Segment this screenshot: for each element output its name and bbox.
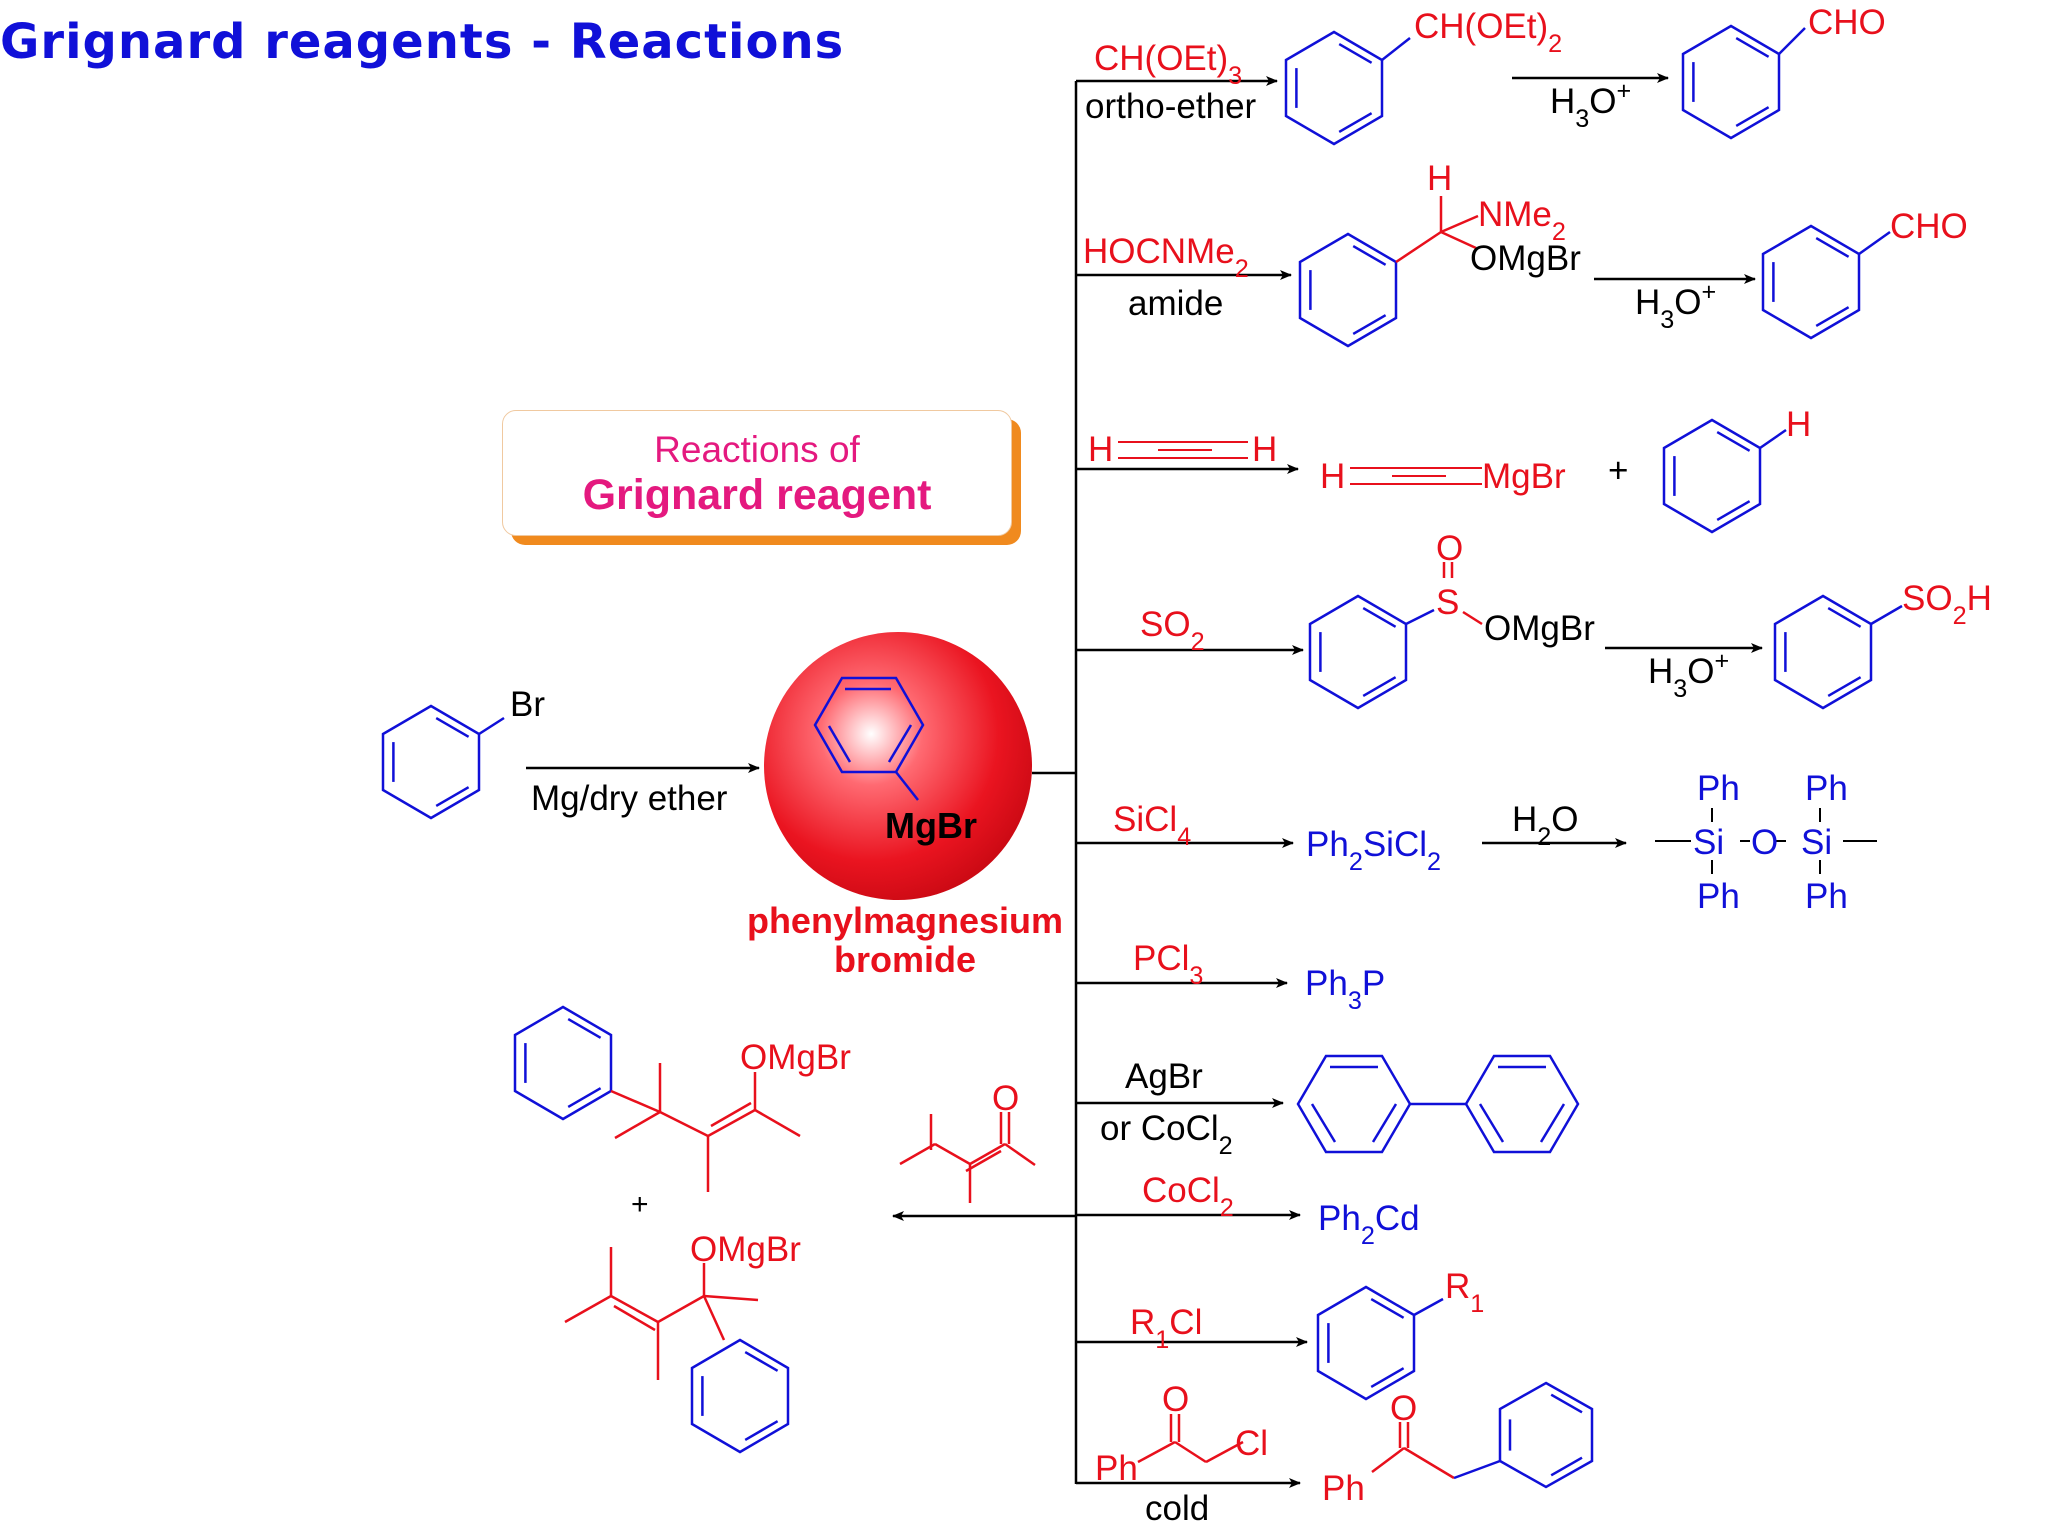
orthoester-intermediate-ring	[1284, 30, 1411, 146]
grignard-sphere	[764, 632, 1032, 900]
orthoester-workup: H3O+	[1550, 77, 1631, 133]
so2-intermediate-s: S	[1436, 583, 1459, 622]
enone-product1-omgbr: OMgBr	[740, 1038, 851, 1077]
orthoester-reagent: CH(OEt)3	[1094, 39, 1242, 90]
alkyl-reagent: R1Cl	[1130, 1303, 1202, 1354]
callout-subtitle: Reactions of	[654, 429, 860, 470]
enone-product2-bonds	[564, 1247, 759, 1380]
orthoester-reagent-text: CH(OEt)3	[1094, 39, 1242, 90]
acetylene-product-mgbr: MgBr	[1482, 457, 1566, 496]
amide-note: amide	[1128, 284, 1223, 323]
benzene-product-ring	[1662, 418, 1787, 534]
siloxane-ph-1: Ph	[1697, 769, 1740, 808]
so2-product-group: SO2H	[1902, 579, 1992, 630]
enone-product2-ring	[690, 1338, 790, 1454]
acylation-product-o: O	[1390, 1389, 1417, 1428]
siloxane-bonds	[1655, 808, 1877, 874]
biphenyl-ring-1	[1296, 1054, 1412, 1154]
siloxane-o: O	[1751, 823, 1778, 862]
amide-product-group: CHO	[1890, 207, 1968, 246]
so2-workup: H3O+	[1648, 647, 1729, 703]
amide-reagent: HOCNMe2	[1083, 232, 1249, 283]
coupling-reagent: AgBr	[1125, 1057, 1203, 1096]
bromobenzene	[381, 704, 505, 820]
enone-reagent-bonds	[899, 1112, 1036, 1203]
orthoester-product-group: CHO	[1808, 3, 1886, 42]
grignard-name-line1: phenylmagnesium	[747, 900, 1063, 941]
acylation-note: cold	[1145, 1489, 1209, 1528]
orthoester-note: ortho-ether	[1085, 87, 1257, 126]
acylation-reagent-o: O	[1162, 1380, 1189, 1419]
biphenyl-ring-2	[1464, 1054, 1580, 1154]
sicl4-workup: H2O	[1512, 800, 1579, 851]
so2-product-ring	[1773, 594, 1903, 710]
sicl4-intermediate: Ph2SiCl2	[1306, 825, 1441, 876]
grignard-name-line2: bromide	[834, 939, 976, 980]
enone-plus: +	[631, 1188, 649, 1221]
acylation-reagent-bonds	[1137, 1414, 1244, 1464]
siloxane-ph-3: Ph	[1697, 877, 1740, 916]
acylation-reagent-ph: Ph	[1095, 1449, 1138, 1488]
acetylene-plus: +	[1608, 451, 1628, 490]
pcl3-reagent: PCl3	[1133, 939, 1203, 990]
enone-reagent-o: O	[992, 1079, 1019, 1118]
so2-intermediate-ring	[1308, 594, 1435, 710]
acylation-product-ph: Ph	[1322, 1469, 1365, 1508]
alkyl-product-group: R1	[1445, 1267, 1484, 1318]
siloxane-ph-2: Ph	[1805, 769, 1848, 808]
coupling-note: or CoCl2	[1100, 1109, 1233, 1160]
amide-intermediate-omgbr: OMgBr	[1470, 239, 1581, 278]
cadmium-reagent: CoCl2	[1142, 1171, 1234, 1222]
callout-box: Reactions of Grignard reagent	[502, 410, 1012, 536]
acylation-reagent-cl: Cl	[1235, 1424, 1268, 1463]
benzene-product-h: H	[1786, 405, 1811, 444]
page-title: Grignard reagents - Reactions	[0, 14, 845, 70]
so2-reagent: SO2	[1140, 605, 1205, 656]
amide-intermediate-bonds	[1395, 196, 1479, 264]
alkyl-product-ring	[1316, 1285, 1444, 1401]
acylation-product-bonds	[1371, 1422, 1455, 1480]
enone-product1-bonds	[610, 1063, 801, 1192]
acetylene-reagent-h1: H	[1088, 430, 1113, 469]
grignard-phenyl	[813, 676, 925, 801]
acetylene-reagent-h2: H	[1252, 430, 1277, 469]
grignard-mgbr-label: MgBr	[885, 805, 977, 846]
amide-intermediate-nme2: NMe2	[1478, 195, 1566, 246]
acetylene-reagent-triple-bond	[1118, 441, 1248, 459]
sicl4-reagent: SiCl4	[1113, 800, 1191, 851]
grignard-conditions: Mg/dry ether	[531, 779, 728, 818]
acetylene-product-triple-bond	[1350, 467, 1482, 485]
cadmium-product: Ph2Cd	[1318, 1199, 1420, 1250]
amide-intermediate-h: H	[1427, 159, 1452, 198]
siloxane-si-1: Si	[1693, 823, 1724, 862]
callout-title: Grignard reagent	[582, 471, 932, 519]
so2-intermediate-bonds	[1442, 562, 1483, 626]
amide-workup: H3O+	[1635, 278, 1716, 334]
enone-product1-ring	[513, 1005, 613, 1121]
so2-intermediate-omgbr: OMgBr	[1484, 609, 1595, 648]
pcl3-product: Ph3P	[1305, 964, 1385, 1015]
orthoester-intermediate-group: CH(OEt)2	[1414, 7, 1562, 58]
bromo-label: Br	[510, 685, 545, 724]
orthoester-product-ring	[1681, 24, 1806, 140]
amide-intermediate-ring	[1298, 232, 1398, 348]
siloxane-si-2: Si	[1801, 823, 1832, 862]
amide-product-ring	[1761, 224, 1891, 340]
acylation-product-ring	[1453, 1381, 1594, 1489]
enone-product2-omgbr: OMgBr	[690, 1230, 801, 1269]
siloxane-ph-4: Ph	[1805, 877, 1848, 916]
acetylene-product-h: H	[1320, 457, 1345, 496]
so2-intermediate-o: O	[1436, 529, 1463, 568]
